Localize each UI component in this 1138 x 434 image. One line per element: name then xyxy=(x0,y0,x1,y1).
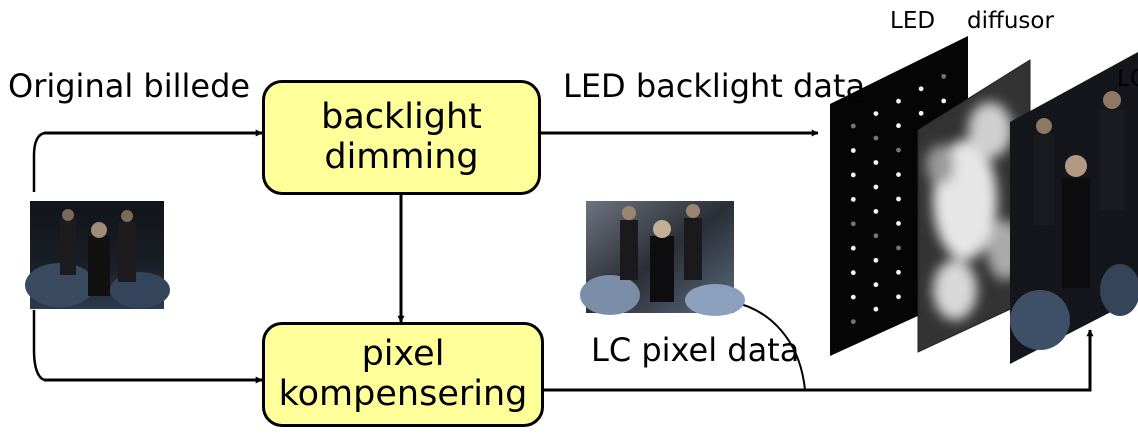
lc-thumbnail-pointer xyxy=(732,301,806,391)
led-dot xyxy=(896,245,901,251)
backlight-box-line1: backlight xyxy=(321,97,482,138)
led-dot xyxy=(896,269,901,275)
pixel-kompensering-box: pixel kompensering xyxy=(262,322,544,427)
original-image-label: Original billede xyxy=(8,67,251,105)
lc-thumbnail xyxy=(580,201,745,316)
diffusor-panel xyxy=(917,59,1031,353)
backlight-box-line2: dimming xyxy=(324,136,479,177)
arrow-lc-pixel-data xyxy=(544,329,1094,392)
led-dot xyxy=(896,294,901,300)
led-dot xyxy=(896,196,901,202)
led-dot xyxy=(896,172,901,178)
led-dot xyxy=(941,74,947,79)
led-dot xyxy=(896,221,901,226)
led-dot xyxy=(850,319,856,324)
led-dot xyxy=(850,245,856,251)
led-dot xyxy=(873,282,879,288)
led-dot xyxy=(918,110,924,116)
led-dot xyxy=(918,86,924,92)
led-backlight-data-label: LED backlight data xyxy=(563,67,866,105)
led-dot xyxy=(873,184,879,190)
led-dot xyxy=(896,147,901,153)
led-dot xyxy=(873,160,879,165)
pixel-box-line2: kompensering xyxy=(278,373,528,414)
led-dot xyxy=(941,98,947,104)
led-dot xyxy=(873,111,879,116)
led-dot xyxy=(873,135,879,141)
led-layer-label: LED xyxy=(890,8,936,34)
led-dot xyxy=(850,294,856,300)
original-thumbnail xyxy=(25,201,170,309)
led-dot xyxy=(873,306,879,312)
led-dot xyxy=(873,257,879,263)
lc-layer-label: LC xyxy=(1117,68,1138,91)
led-dot xyxy=(873,209,879,214)
led-dot xyxy=(850,270,856,276)
led-dot xyxy=(850,123,856,129)
led-dot xyxy=(896,98,901,104)
pixel-box-line1: pixel xyxy=(361,334,445,375)
diffusor-layer-label: diffusor xyxy=(967,8,1054,34)
led-dot xyxy=(850,221,856,227)
led-dot xyxy=(850,172,856,178)
led-dot xyxy=(896,123,901,129)
backlight-dimming-box: backlight dimming xyxy=(262,80,541,195)
led-dot xyxy=(850,148,856,153)
led-dot xyxy=(850,197,856,202)
lc-panel xyxy=(1010,52,1138,364)
lc-pixel-data-label: LC pixel data xyxy=(591,331,800,369)
led-dot xyxy=(873,233,879,239)
